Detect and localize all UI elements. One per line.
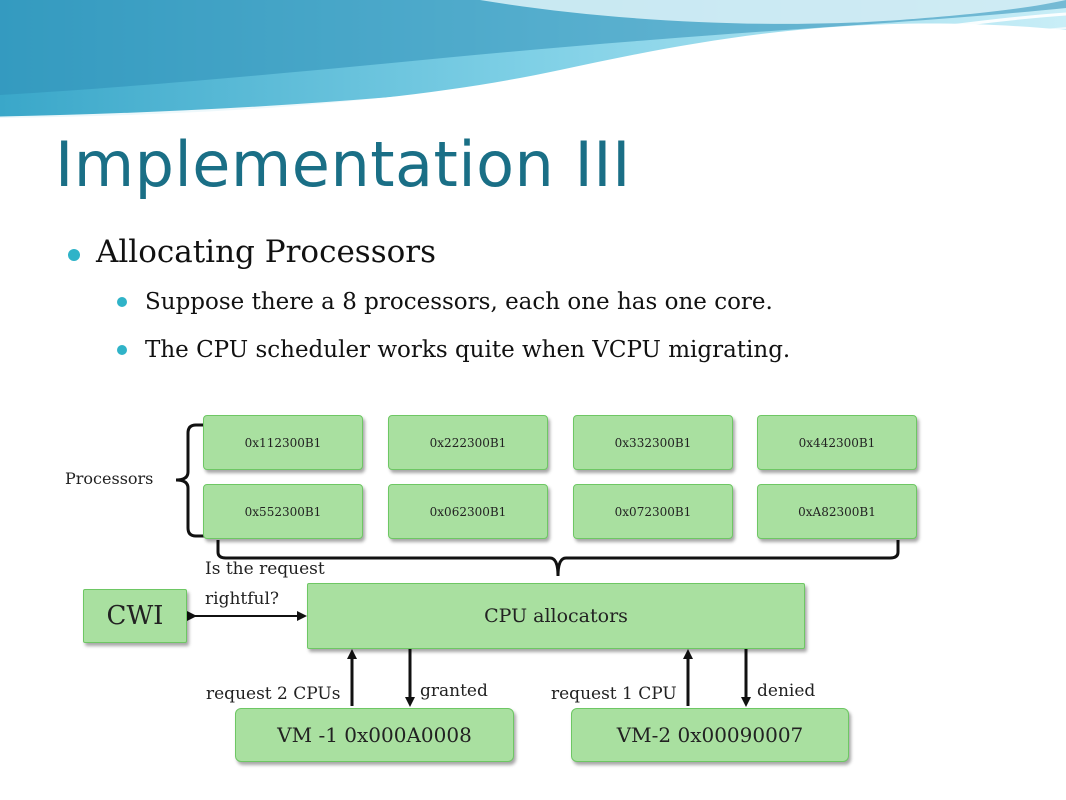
processors-label: Processors: [65, 469, 154, 488]
vm1-granted-label: granted: [420, 681, 488, 701]
processor-8: 0xA82300B1: [757, 484, 917, 539]
vm2-box: VM-2 0x00090007: [571, 708, 849, 762]
bullet-icon: [117, 345, 127, 355]
bullet-icon: [117, 297, 127, 307]
slide-title: Implementation III: [55, 128, 631, 201]
processor-1: 0x112300B1: [203, 415, 363, 470]
bullet-icon: [68, 249, 80, 261]
bullet-cpu-scheduler: The CPU scheduler works quite when VCPU …: [145, 337, 791, 363]
processor-2: 0x222300B1: [388, 415, 548, 470]
processor-7: 0x072300B1: [573, 484, 733, 539]
bullet-eight-processors: Suppose there a 8 processors, each one h…: [145, 289, 773, 315]
bullet-allocating-processors: Allocating Processors: [96, 234, 437, 270]
question-line-1: Is the request: [205, 559, 325, 579]
vm2-denied-label: denied: [757, 681, 816, 701]
vm1-box: VM -1 0x000A0008: [235, 708, 514, 762]
header-wave-decoration: [0, 0, 1066, 125]
processor-5: 0x552300B1: [203, 484, 363, 539]
processor-4: 0x442300B1: [757, 415, 917, 470]
processors-brace: [175, 423, 204, 538]
processor-6: 0x062300B1: [388, 484, 548, 539]
vm2-request-label: request 1 CPU: [551, 684, 677, 704]
vm1-request-label: request 2 CPUs: [206, 684, 341, 704]
processor-3: 0x332300B1: [573, 415, 733, 470]
cwi-box: CWI: [83, 589, 187, 643]
question-line-2: rightful?: [205, 589, 280, 609]
cpu-allocators-box: CPU allocators: [307, 583, 805, 649]
